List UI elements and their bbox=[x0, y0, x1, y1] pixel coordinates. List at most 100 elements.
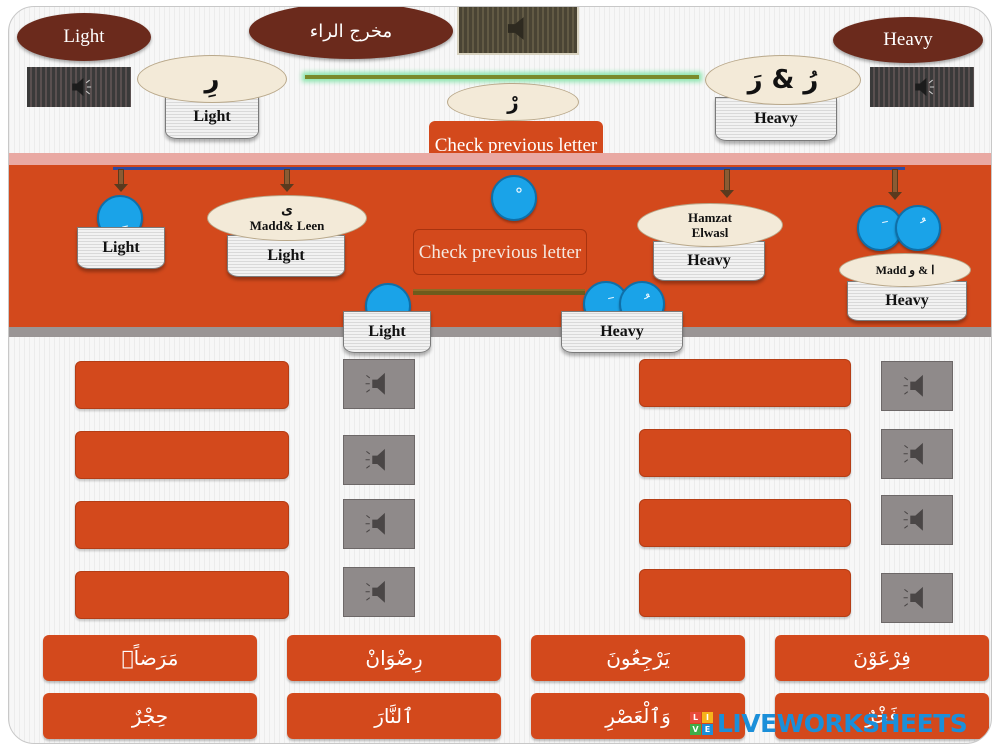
light-drop-box-4[interactable] bbox=[75, 571, 289, 619]
sub-light-label: Light bbox=[368, 323, 406, 340]
madd-heavy-label: Heavy bbox=[885, 292, 929, 309]
madd-leen-cylinder: Light ى Madd& Leen bbox=[207, 195, 367, 277]
word-text: يَرْجِعُونَ bbox=[606, 646, 670, 670]
kasra-light-cylinder: Light bbox=[77, 227, 165, 269]
heavy-rule-letters: رُ & رَ bbox=[747, 65, 819, 95]
arrow-down-3 bbox=[720, 169, 734, 199]
word-tile[interactable]: حِجْرٌ bbox=[43, 693, 257, 739]
word-text: رِضْوَانْ bbox=[365, 646, 423, 670]
heavy-speaker-3[interactable] bbox=[881, 495, 953, 545]
pink-band bbox=[9, 153, 991, 165]
sukun-cap: رْ bbox=[447, 83, 579, 121]
arrow-down-4 bbox=[888, 169, 902, 201]
heavy-speaker-1[interactable] bbox=[881, 361, 953, 411]
light-drop-box-3[interactable] bbox=[75, 501, 289, 549]
speaker-icon bbox=[903, 509, 923, 531]
check-previous-letter-middle: Check previous letter bbox=[413, 229, 587, 275]
madd-leen-cap: ى Madd& Leen bbox=[207, 195, 367, 241]
heavy-speaker-2[interactable] bbox=[881, 429, 953, 479]
speaker-icon bbox=[71, 77, 91, 97]
light-speaker-4[interactable] bbox=[343, 567, 415, 617]
sukun-letter: رْ bbox=[507, 90, 519, 114]
madd-heavy-body: Heavy bbox=[847, 281, 967, 321]
light-oval-label: Light bbox=[63, 26, 105, 47]
light-speaker-2[interactable] bbox=[343, 435, 415, 485]
sub-light-body: Light bbox=[343, 311, 431, 353]
speaker-icon bbox=[365, 581, 385, 603]
heavy-drop-box-1[interactable] bbox=[639, 359, 851, 407]
branch-connector-line bbox=[113, 167, 905, 170]
word-tile[interactable]: فَخْرٌ bbox=[775, 693, 989, 739]
grey-band bbox=[9, 327, 991, 337]
logo-mark: L I V E bbox=[690, 712, 713, 735]
hamzat-label: Heavy bbox=[687, 252, 731, 269]
hamzat-cap: Hamzat Elwasl bbox=[637, 203, 783, 247]
kasra-light-label: Light bbox=[102, 239, 140, 256]
page-title: مخرج الراء bbox=[309, 20, 393, 42]
check-previous-label-middle: Check previous letter bbox=[418, 241, 582, 263]
madd-leen-body: Light bbox=[227, 235, 345, 277]
arrow-down-1 bbox=[114, 169, 128, 193]
light-speaker-1[interactable] bbox=[343, 359, 415, 409]
speaker-icon bbox=[507, 16, 524, 40]
word-text: ٱلنَّارَ bbox=[374, 704, 414, 728]
madd-heavy-text: Madd ا & و bbox=[875, 262, 935, 277]
word-tile[interactable]: رِضْوَانْ bbox=[287, 635, 501, 681]
word-text: فَخْرٌ bbox=[865, 704, 899, 728]
logo-letter: V bbox=[690, 724, 701, 735]
worksheet-page: Light مخرج الراء Heavy Light رِ Heavy رُ… bbox=[8, 6, 992, 744]
light-oval: Light bbox=[17, 13, 151, 61]
light-rule-cap: رِ bbox=[137, 55, 287, 103]
heavy-rule-label: Heavy bbox=[754, 110, 798, 127]
sukun-circle: ْ bbox=[491, 175, 537, 221]
logo-letter: E bbox=[702, 724, 713, 735]
heavy-oval-label: Heavy bbox=[883, 29, 933, 50]
light-drop-box-2[interactable] bbox=[75, 431, 289, 479]
title-speaker-button[interactable] bbox=[457, 7, 579, 55]
word-tile[interactable]: فِرْعَوْنَ bbox=[775, 635, 989, 681]
heavy-speaker-4[interactable] bbox=[881, 573, 953, 623]
heavy-rule-cylinder: Heavy رُ & رَ bbox=[705, 55, 861, 141]
sub-heavy-label: Heavy bbox=[600, 323, 644, 340]
word-text: مَرَضاًۖ bbox=[121, 646, 179, 670]
word-text: فِرْعَوْنَ bbox=[853, 646, 911, 670]
heavy-rule-cap: رُ & رَ bbox=[705, 55, 861, 105]
light-speaker-3[interactable] bbox=[343, 499, 415, 549]
light-speaker-button[interactable] bbox=[27, 67, 131, 107]
speaker-icon bbox=[914, 77, 934, 97]
madd-leen-letter: ى bbox=[281, 203, 293, 218]
sub-heavy-body: Heavy bbox=[561, 311, 683, 353]
kasra-light-body: Light bbox=[77, 227, 165, 269]
check-previous-label: Check previous letter bbox=[434, 134, 598, 156]
heavy-drop-box-2[interactable] bbox=[639, 429, 851, 477]
word-tile[interactable]: وَٱلْعَصْرِ bbox=[531, 693, 745, 739]
light-drop-box-1[interactable] bbox=[75, 361, 289, 409]
liveworksheets-logo: L I V E LIVEWORKSHEETS bbox=[690, 709, 968, 738]
light-rule-label: Light bbox=[193, 108, 231, 125]
hamzat-body: Heavy bbox=[653, 241, 765, 281]
speaker-icon bbox=[365, 373, 385, 395]
hamzat-cylinder: Heavy Hamzat Elwasl bbox=[637, 203, 783, 281]
heavy-drop-box-4[interactable] bbox=[639, 569, 851, 617]
madd-heavy-cap: Madd ا & و bbox=[839, 253, 971, 287]
light-rule-cylinder: Light رِ bbox=[137, 55, 287, 139]
word-tile[interactable]: مَرَضاًۖ bbox=[43, 635, 257, 681]
word-tile[interactable]: ٱلنَّارَ bbox=[287, 693, 501, 739]
top-connector-line bbox=[305, 75, 699, 79]
madd-leen-label: Light bbox=[267, 247, 305, 264]
speaker-icon bbox=[903, 587, 923, 609]
word-tile[interactable]: يَرْجِعُونَ bbox=[531, 635, 745, 681]
speaker-icon bbox=[903, 443, 923, 465]
heavy-speaker-button[interactable] bbox=[870, 67, 974, 107]
speaker-icon bbox=[365, 513, 385, 535]
madd-leen-text: Madd& Leen bbox=[249, 218, 325, 233]
speaker-icon bbox=[365, 449, 385, 471]
heavy-oval: Heavy bbox=[833, 17, 983, 63]
sub-connector-line bbox=[413, 289, 585, 295]
hamzat-text-2: Elwasl bbox=[691, 225, 729, 240]
title-oval: مخرج الراء bbox=[249, 7, 453, 59]
heavy-drop-box-3[interactable] bbox=[639, 499, 851, 547]
speaker-icon bbox=[903, 375, 923, 397]
damma-circle: ُ bbox=[895, 205, 941, 251]
sub-heavy-cylinder: Heavy bbox=[561, 311, 683, 353]
